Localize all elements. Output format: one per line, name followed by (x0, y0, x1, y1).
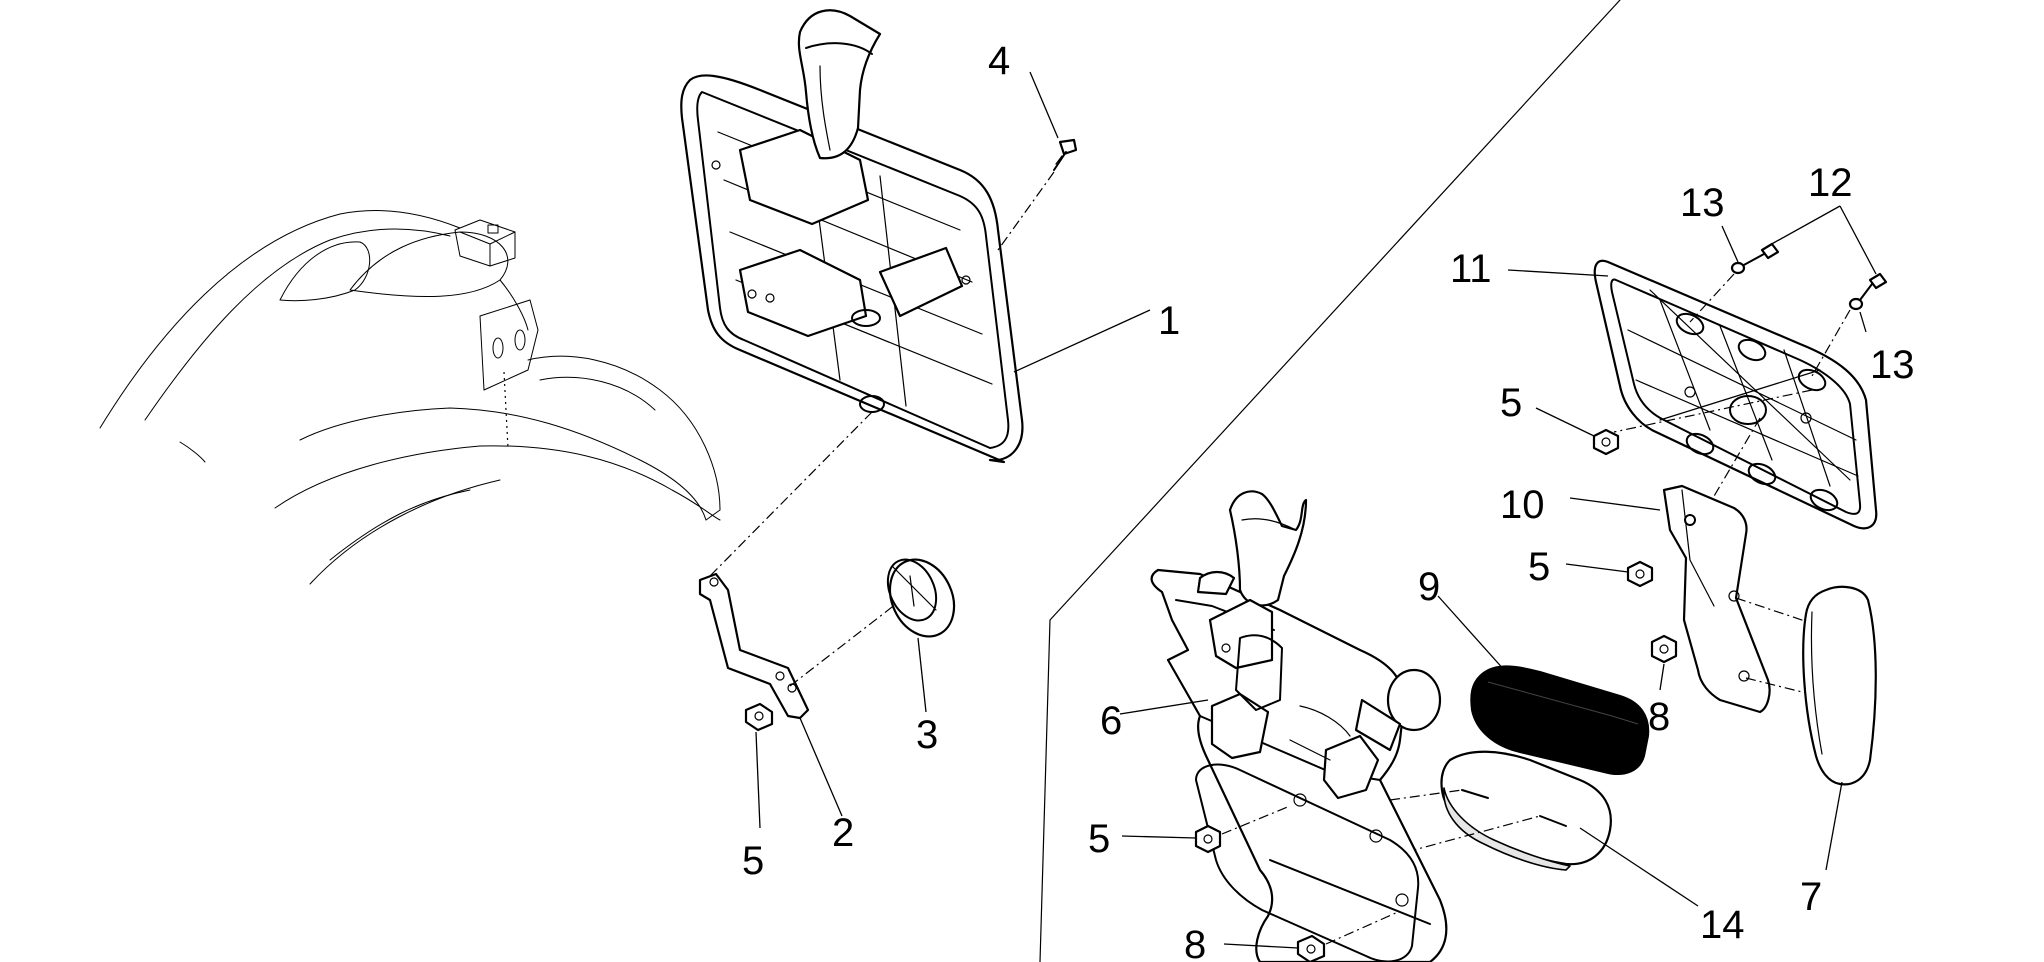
part-5-nut-right-upper (1592, 428, 1620, 456)
callout-3: 3 (916, 713, 938, 757)
callout-8-bottom: 8 (1184, 923, 1206, 962)
part-11-plate-frame (1593, 259, 1878, 530)
callout-10: 10 (1500, 483, 1545, 527)
callout-13-upper: 13 (1680, 181, 1725, 225)
callout-5-right-upper: 5 (1500, 381, 1522, 425)
callout-6: 6 (1100, 699, 1122, 743)
part-14-oval-plate (1309, 750, 1612, 879)
part-7-reflector (1802, 585, 1877, 786)
part-12-13-screws-washers (1689, 242, 1888, 377)
callout-14: 14 (1700, 903, 1745, 947)
callout-12: 12 (1808, 161, 1853, 205)
callout-11: 11 (1450, 247, 1492, 291)
leader-lines (755, 71, 1877, 949)
part-5-nut-left (744, 702, 774, 732)
part-3-round-cap (886, 558, 956, 638)
callout-9: 9 (1418, 565, 1440, 609)
rear-fender-outline (99, 210, 721, 585)
part-8-nut-bottom (1296, 911, 1399, 962)
part-8-nut-right (1650, 634, 1678, 664)
part-9-reflector-pad (1470, 665, 1650, 775)
part-1-plate-holder (680, 9, 1024, 577)
callout-1: 1 (1158, 299, 1180, 343)
callout-5-left: 5 (742, 839, 764, 883)
callout-2: 2 (832, 811, 854, 855)
callout-labels: 1 2 3 4 5 6 7 8 9 10 11 12 13 13 5 5 5 8… (742, 39, 1915, 962)
callout-5-right-mid: 5 (1528, 545, 1550, 589)
callout-13-right: 13 (1870, 343, 1915, 387)
part-6-lower-holder (1150, 490, 1448, 962)
callout-8-right: 8 (1648, 695, 1670, 739)
part-5-nut-right-mid (1626, 560, 1654, 588)
callout-5-bottom: 5 (1088, 817, 1110, 861)
part-10-bracket-plate (1662, 484, 1811, 714)
callout-4: 4 (988, 39, 1010, 83)
part-2-bracket (698, 572, 897, 720)
part-5-nut-bottom (1194, 805, 1291, 854)
section-divider (1039, 0, 1621, 962)
part-4-screw (997, 138, 1078, 251)
callout-7: 7 (1800, 875, 1822, 919)
